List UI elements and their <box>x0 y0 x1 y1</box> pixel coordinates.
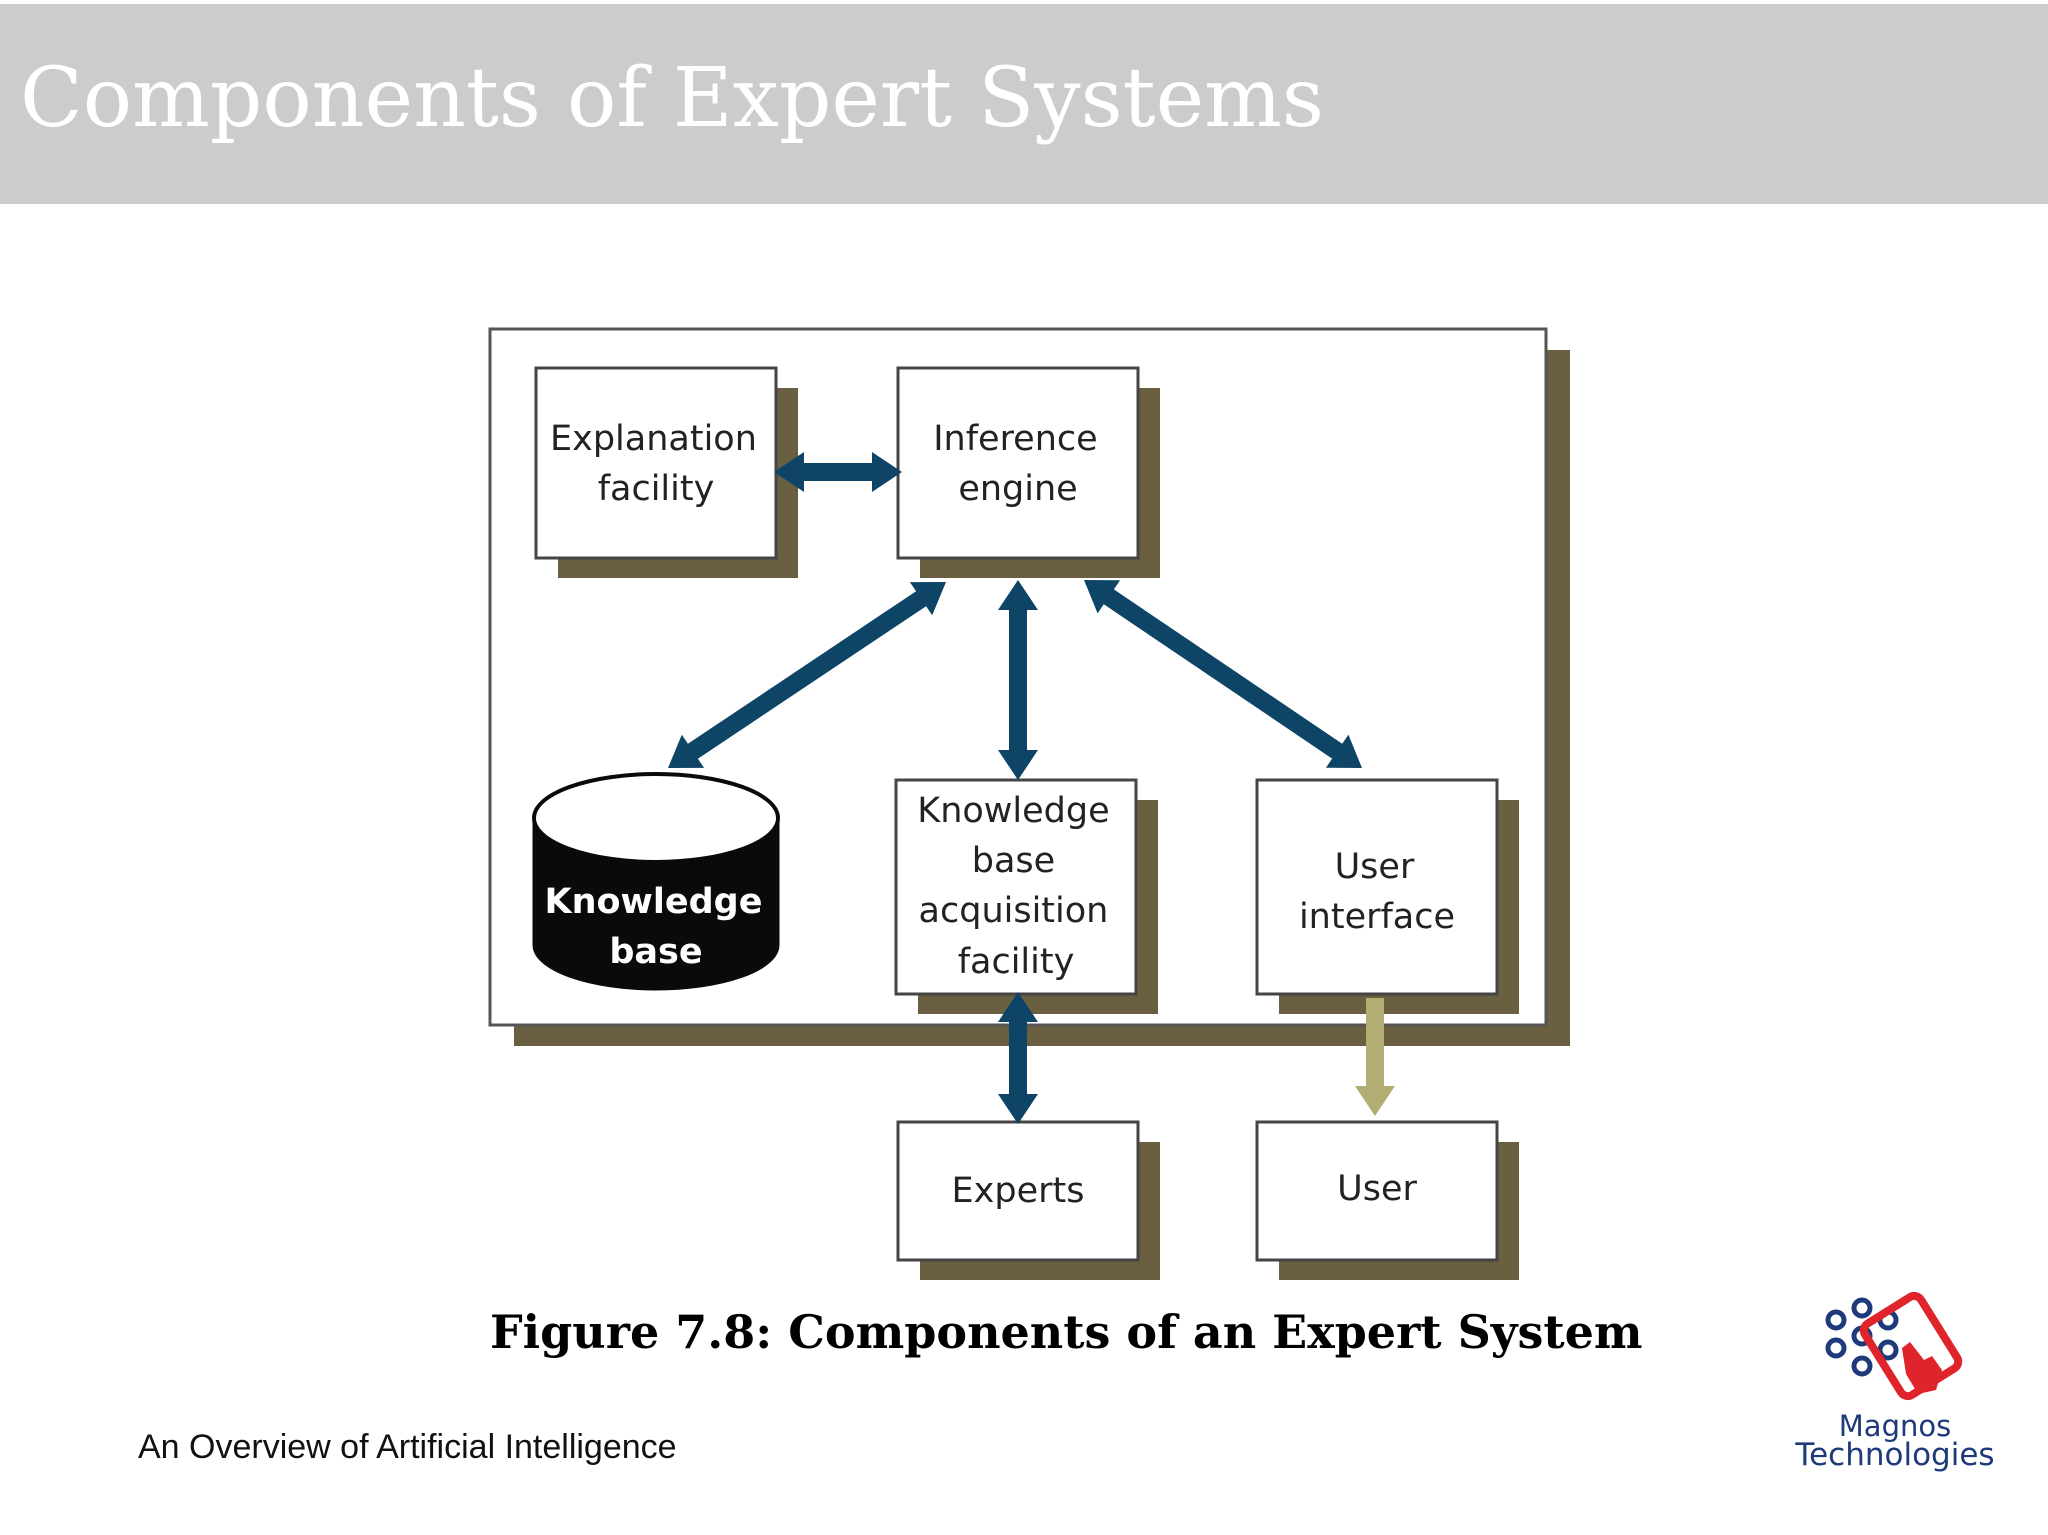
knowledge-base-cylinder-icon <box>532 816 780 991</box>
inference-label-line: Inference <box>933 419 1097 459</box>
arrow-layer <box>668 452 1395 1124</box>
acquisition-label-line: facility <box>958 942 1075 982</box>
acquisition-box <box>894 778 1138 996</box>
footer-text: An Overview of Artificial Intelligence <box>138 1428 677 1466</box>
logo-subtitle: Technologies <box>1795 1437 1995 1473</box>
arrow-inference-knowledge-base <box>668 582 946 768</box>
svg-text:Inference engine: Inference engine <box>933 419 1103 509</box>
slide-title: Components of Expert Systems <box>20 51 1324 146</box>
inference-box <box>896 366 1140 560</box>
user-box <box>1255 1120 1499 1262</box>
figure-caption: Figure 7.8: Components of an Expert Syst… <box>490 1305 1643 1359</box>
svg-text:Explanation facility: Explanation facility <box>550 419 762 509</box>
arrow-inference-acquisition <box>998 580 1038 780</box>
arrow-acquisition-experts <box>998 992 1038 1124</box>
explanation-label-line: Explanation <box>550 419 757 459</box>
acquisition-label-line: Knowledge <box>917 791 1109 831</box>
user-interface-box <box>1255 778 1499 996</box>
knowledge-base-label-line: base <box>609 932 702 972</box>
svg-text:User interface: User interface <box>1299 847 1455 937</box>
arrow-user-interface-user <box>1355 998 1395 1116</box>
explanation-box <box>534 366 778 560</box>
logo-name: Magnos <box>1838 1409 1952 1443</box>
acquisition-label-line: base <box>972 841 1055 881</box>
inference-label-line: engine <box>958 469 1077 509</box>
tablet-touch-icon <box>1825 1291 1963 1401</box>
svg-text:User: User <box>1337 1169 1417 1209</box>
experts-label: Experts <box>952 1171 1085 1211</box>
arrow-inference-user-interface <box>1084 580 1362 768</box>
svg-text:Experts: Experts <box>952 1171 1085 1211</box>
company-logo: Magnos Technologies <box>1770 1290 2020 1473</box>
user-interface-label-line: interface <box>1299 897 1455 937</box>
svg-text:Knowledge base: Knowledge base <box>544 882 767 972</box>
explanation-label-line: facility <box>598 469 715 509</box>
user-interface-label-line: User <box>1335 847 1415 887</box>
title-bar <box>0 4 2048 204</box>
knowledge-base-cylinder-top <box>532 772 780 864</box>
user-label: User <box>1337 1169 1417 1209</box>
experts-box <box>896 1120 1140 1262</box>
acquisition-label-line: acquisition <box>919 891 1109 931</box>
arrow-explanation-inference <box>774 452 902 492</box>
knowledge-base-label-line: Knowledge <box>544 882 762 922</box>
svg-text:Knowledge base acquisi: Knowledge base acquisition facility <box>917 791 1115 982</box>
expert-system-diagram: Explanation facility Inference engine Kn… <box>488 327 1570 1280</box>
